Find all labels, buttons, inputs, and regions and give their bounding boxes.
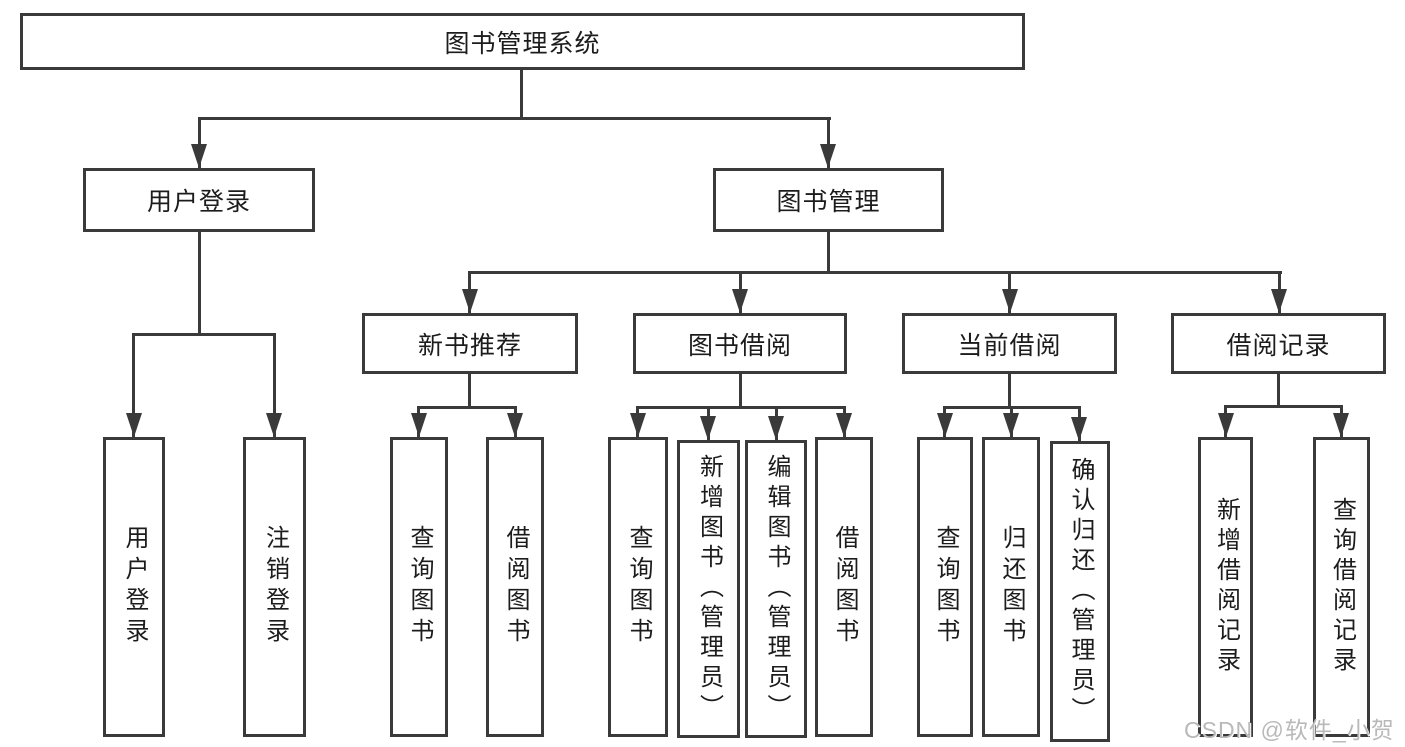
connector-root-drop-left [198, 117, 201, 168]
connector-bookborrow-stem [739, 374, 742, 409]
arrow-down-icon [937, 413, 953, 437]
leaf-label: 注销登录 [261, 525, 289, 649]
arrow-down-icon [700, 416, 716, 440]
csdn-watermark: CSDN @软件_小贺同学 [1184, 717, 1395, 743]
leaf-label: 编辑图书（管理员） [763, 454, 790, 724]
connector-userlogin-bar [132, 333, 276, 336]
arrow-down-icon [126, 413, 142, 437]
arrow-down-icon [1003, 413, 1019, 437]
node-label: 新书推荐 [417, 331, 522, 360]
leaf-borrow-books-recommend: 借阅图书 [486, 437, 544, 737]
leaf-label: 确认归还（管理员） [1067, 456, 1094, 727]
connector-root-bar [198, 117, 831, 120]
node-borrow-records: 借阅记录 [1171, 313, 1386, 374]
arrow-down-icon [462, 289, 478, 313]
leaf-query-borrow-record: 查询借阅记录 [1313, 437, 1370, 737]
connector-newbook-stem [468, 374, 471, 409]
leaf-label: 借阅图书 [502, 525, 529, 649]
leaf-add-books-admin: 新增图书（管理员） [677, 440, 740, 738]
connector-bookborrow-bar [636, 406, 846, 409]
node-label: 当前借阅 [957, 331, 1062, 360]
leaf-label: 查询图书 [406, 525, 433, 649]
leaf-query-books-recommend: 查询图书 [390, 437, 448, 737]
connector-userlogin-drop-2 [273, 333, 276, 437]
leaf-label: 新增借阅记录 [1212, 497, 1240, 677]
node-user-login: 用户登录 [83, 168, 315, 232]
arrow-down-icon [768, 416, 784, 440]
leaf-label: 查询图书 [625, 525, 652, 649]
leaf-confirm-return-admin: 确认归还（管理员） [1050, 441, 1110, 742]
connector-newbook-bar [417, 406, 517, 409]
arrow-down-icon [1271, 289, 1287, 313]
arrow-down-icon [836, 413, 852, 437]
node-book-borrow: 图书借阅 [633, 313, 847, 374]
arrow-down-icon [820, 144, 836, 168]
arrow-down-icon [1002, 289, 1018, 313]
node-label: 图书管理系统 [444, 29, 601, 58]
node-label: 借阅记录 [1226, 331, 1331, 360]
leaf-query-books-borrow: 查询图书 [608, 437, 668, 737]
leaf-return-books: 归还图书 [982, 437, 1040, 737]
arrow-down-icon [507, 413, 523, 437]
connector-userlogin-drop-1 [132, 333, 135, 437]
leaf-logout: 注销登录 [243, 437, 306, 737]
connector-userlogin-stem [198, 232, 201, 336]
leaf-borrow-books: 借阅图书 [815, 437, 873, 737]
arrow-down-icon [732, 289, 748, 313]
node-label: 用户登录 [146, 188, 251, 216]
node-label: 图书管理 [776, 188, 881, 216]
node-label: 图书借阅 [687, 331, 792, 360]
arrow-down-icon [1218, 413, 1234, 437]
connector-bookmgmt-stem [827, 232, 830, 274]
connector-currentborrow-stem [1008, 374, 1011, 409]
leaf-label: 查询借阅记录 [1328, 497, 1356, 677]
leaf-edit-books-admin: 编辑图书（管理员） [745, 440, 807, 738]
leaf-label: 借阅图书 [831, 525, 858, 649]
leaf-label: 查询图书 [932, 525, 959, 649]
arrow-down-icon [1333, 413, 1349, 437]
leaf-query-books-current: 查询图书 [917, 437, 973, 737]
node-library-system: 图书管理系统 [20, 13, 1025, 70]
leaf-label: 归还图书 [998, 525, 1025, 649]
arrow-down-icon [411, 413, 427, 437]
connector-bookmgmt-bar [468, 271, 1282, 274]
connector-borrowrec-stem [1277, 374, 1280, 408]
leaf-user-login: 用户登录 [103, 437, 165, 737]
leaf-label: 新增图书（管理员） [695, 454, 723, 724]
leaf-add-borrow-record: 新增借阅记录 [1198, 437, 1253, 737]
node-current-borrow: 当前借阅 [902, 313, 1117, 374]
arrow-down-icon [266, 413, 282, 437]
connector-borrowrec-bar [1224, 405, 1343, 408]
leaf-label: 用户登录 [121, 525, 148, 649]
arrow-down-icon [191, 144, 207, 168]
connector-root-drop-right [827, 117, 830, 168]
arrow-down-icon [1071, 417, 1087, 441]
node-new-book-recommend: 新书推荐 [362, 313, 578, 374]
arrow-down-icon [630, 413, 646, 437]
connector-root-stem [520, 70, 523, 120]
node-book-management: 图书管理 [713, 168, 944, 232]
